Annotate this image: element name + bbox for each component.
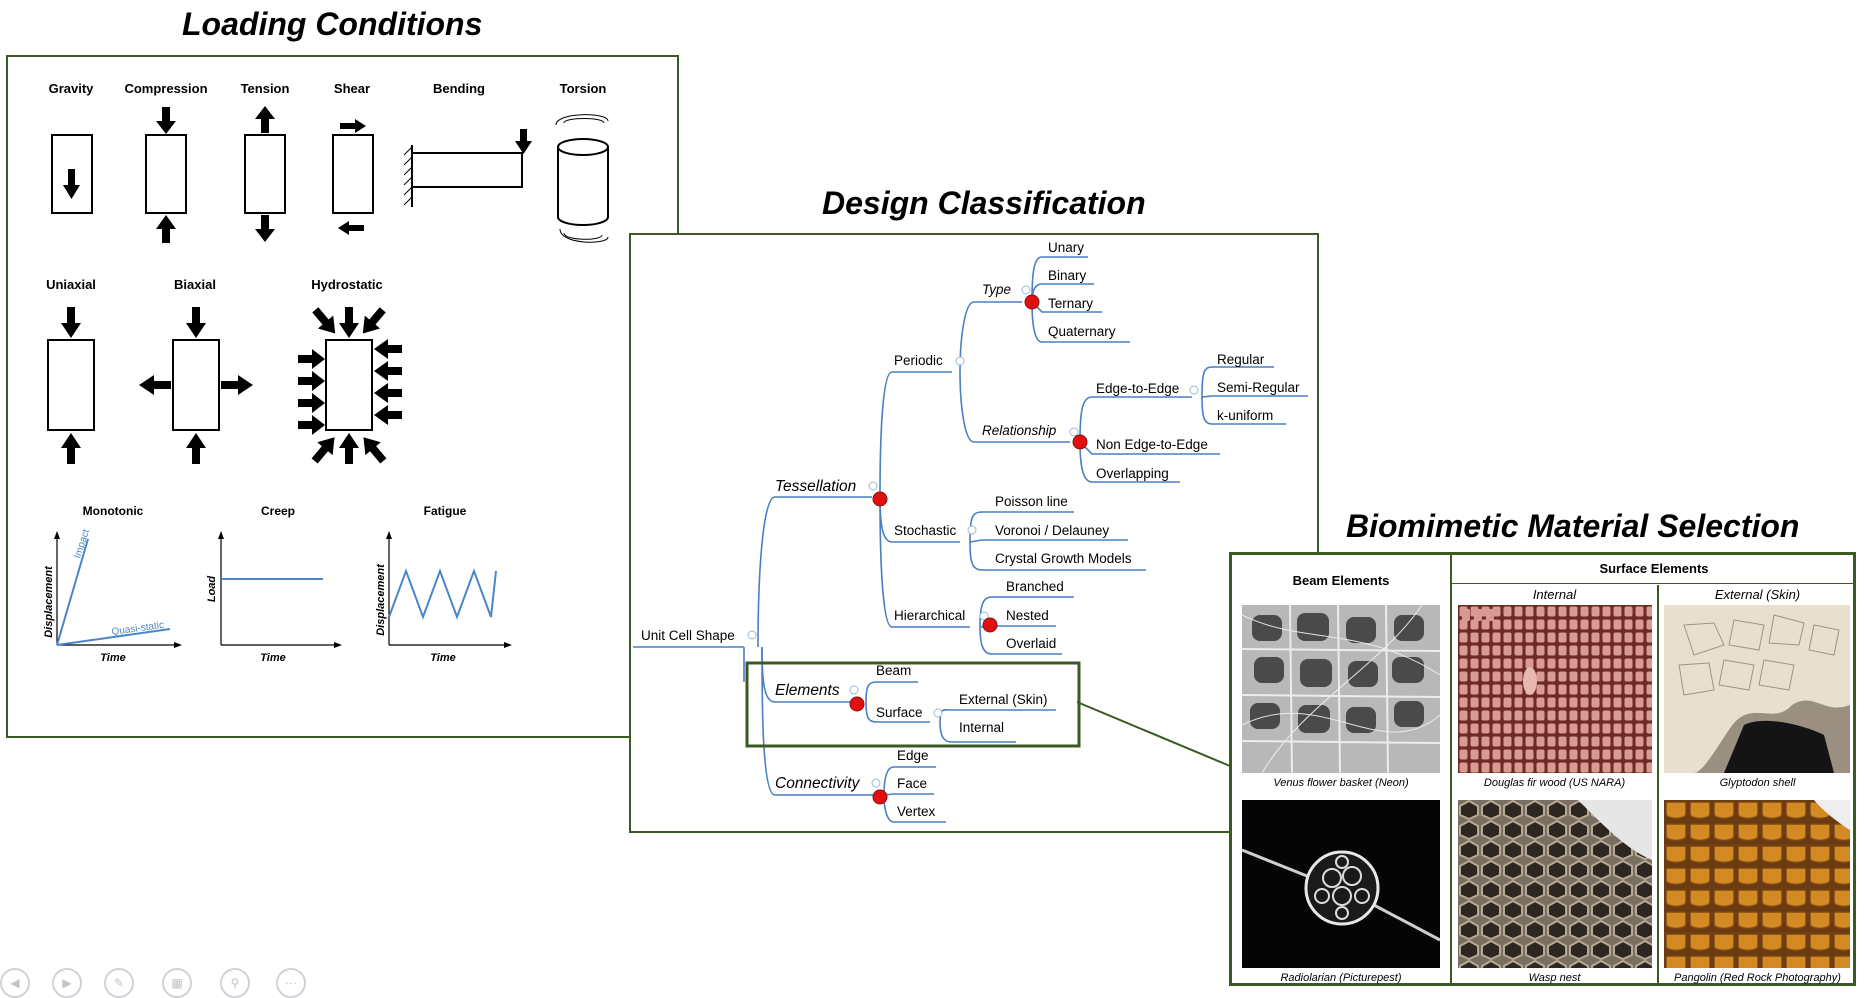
node-regular: Regular — [1217, 352, 1265, 367]
node-elements: Elements — [775, 682, 840, 699]
glyptodon-shell-image — [1664, 605, 1850, 773]
shear-icon — [332, 119, 374, 235]
node-beam: Beam — [876, 663, 911, 678]
monotonic-plot: Impact Quasi-static Time Displacement — [43, 528, 182, 664]
fatigue-ylabel: Displacement — [375, 563, 387, 636]
venus-flower-basket-image — [1242, 605, 1440, 773]
label-hydrostatic: Hydrostatic — [311, 277, 383, 292]
beam-elements-header: Beam Elements — [1292, 573, 1390, 588]
label-biaxial: Biaxial — [174, 277, 216, 292]
node-semi-regular: Semi-Regular — [1217, 380, 1300, 395]
external-header: External (Skin) — [1714, 587, 1801, 602]
caption-venus: Venus flower basket (Neon) — [1273, 777, 1409, 789]
wasp-nest-image — [1458, 800, 1652, 968]
node-hierarchical: Hierarchical — [894, 608, 965, 623]
bio-title: Biomimetic Material Selection — [1346, 508, 1800, 544]
loading-title: Loading Conditions — [182, 6, 483, 42]
uniaxial-icon — [47, 307, 95, 464]
quasi-static-label: Quasi-static — [111, 620, 165, 638]
elements-highlight-box — [745, 661, 1081, 748]
node-edge: Edge — [897, 748, 929, 763]
label-gravity: Gravity — [49, 81, 95, 96]
node-surface: Surface — [876, 705, 923, 720]
label-uniaxial: Uniaxial — [46, 277, 96, 292]
design-panel: Unit Cell Shape Tessellation Periodic Ty… — [629, 233, 1319, 833]
node-voronoi: Voronoi / Delauney — [995, 523, 1109, 538]
label-monotonic: Monotonic — [83, 504, 144, 518]
label-shear: Shear — [334, 81, 370, 96]
play-icon[interactable]: ▶ — [52, 968, 82, 998]
monotonic-xlabel: Time — [100, 652, 125, 664]
connector-line — [1076, 701, 1231, 767]
caption-glyptodon: Glyptodon shell — [1719, 777, 1796, 789]
fatigue-plot: Time Displacement — [375, 531, 512, 664]
hydrostatic-icon — [298, 307, 402, 464]
pangolin-image — [1664, 800, 1850, 968]
monotonic-ylabel: Displacement — [43, 565, 55, 638]
node-external-skin: External (Skin) — [959, 692, 1048, 707]
node-branched: Branched — [1006, 579, 1064, 594]
loading-diagrams: Gravity Compression Tension Shear Bendin… — [43, 81, 609, 664]
node-overlaid: Overlaid — [1006, 636, 1056, 651]
gravity-icon — [51, 134, 93, 214]
divider — [1657, 585, 1659, 983]
node-vertex: Vertex — [897, 804, 936, 819]
divider — [1452, 583, 1856, 584]
prev-icon[interactable]: ◀ — [0, 968, 30, 998]
loading-panel: Gravity Compression Tension Shear Bendin… — [6, 55, 679, 738]
node-k-uniform: k-uniform — [1217, 408, 1273, 423]
slides-icon[interactable]: ▦ — [162, 968, 192, 998]
radiolarian-image — [1242, 800, 1440, 968]
label-bending: Bending — [433, 81, 485, 96]
label-torsion: Torsion — [560, 81, 607, 96]
caption-wasp-nest: Wasp nest — [1528, 972, 1581, 984]
creep-plot: Time Load — [206, 531, 342, 664]
node-periodic: Periodic — [894, 353, 943, 368]
zoom-icon[interactable]: ⚲ — [220, 968, 250, 998]
surface-elements-header: Surface Elements — [1599, 561, 1709, 576]
creep-ylabel: Load — [206, 576, 218, 603]
compression-icon — [145, 107, 187, 243]
node-nested: Nested — [1006, 608, 1049, 623]
node-crystal-growth: Crystal Growth Models — [995, 551, 1132, 566]
node-tessellation: Tessellation — [775, 478, 856, 495]
node-unit-cell-shape: Unit Cell Shape — [641, 628, 735, 643]
node-type: Type — [982, 282, 1011, 297]
caption-radiolarian: Radiolarian (Picturepest) — [1280, 972, 1402, 984]
fatigue-xlabel: Time — [430, 652, 455, 664]
node-quaternary: Quaternary — [1048, 324, 1116, 339]
node-edge-to-edge: Edge-to-Edge — [1096, 381, 1179, 396]
node-unary: Unary — [1048, 240, 1084, 255]
node-ternary: Ternary — [1048, 296, 1093, 311]
caption-pangolin: Pangolin (Red Rock Photography) — [1674, 972, 1841, 984]
node-poisson-line: Poisson line — [995, 494, 1068, 509]
divider — [1450, 555, 1452, 983]
pen-icon[interactable]: ✎ — [104, 968, 134, 998]
label-compression: Compression — [124, 81, 207, 96]
label-creep: Creep — [261, 504, 295, 518]
douglas-fir-image — [1458, 605, 1652, 773]
node-overlapping: Overlapping — [1096, 466, 1169, 481]
caption-douglas-fir: Douglas fir wood (US NARA) — [1483, 777, 1626, 789]
design-title: Design Classification — [822, 185, 1146, 221]
node-connectivity: Connectivity — [775, 775, 861, 792]
torsion-icon — [555, 114, 609, 243]
bio-panel: Beam Elements Surface Elements Internal … — [1229, 552, 1856, 986]
more-icon[interactable]: ⋯ — [276, 968, 306, 998]
biaxial-icon — [139, 307, 253, 464]
node-binary: Binary — [1048, 268, 1087, 283]
internal-header: Internal — [1532, 587, 1577, 602]
node-relationship: Relationship — [982, 423, 1057, 438]
node-internal: Internal — [959, 720, 1004, 735]
node-face: Face — [897, 776, 927, 791]
label-tension: Tension — [241, 81, 290, 96]
creep-xlabel: Time — [260, 652, 285, 664]
label-fatigue: Fatigue — [424, 504, 467, 518]
tension-icon — [244, 106, 286, 242]
node-stochastic: Stochastic — [894, 523, 957, 538]
bending-icon — [403, 129, 532, 207]
node-non-edge-to-edge: Non Edge-to-Edge — [1096, 437, 1208, 452]
mindmap: Unit Cell Shape Tessellation Periodic Ty… — [633, 240, 1308, 823]
impact-label: Impact — [72, 528, 92, 560]
